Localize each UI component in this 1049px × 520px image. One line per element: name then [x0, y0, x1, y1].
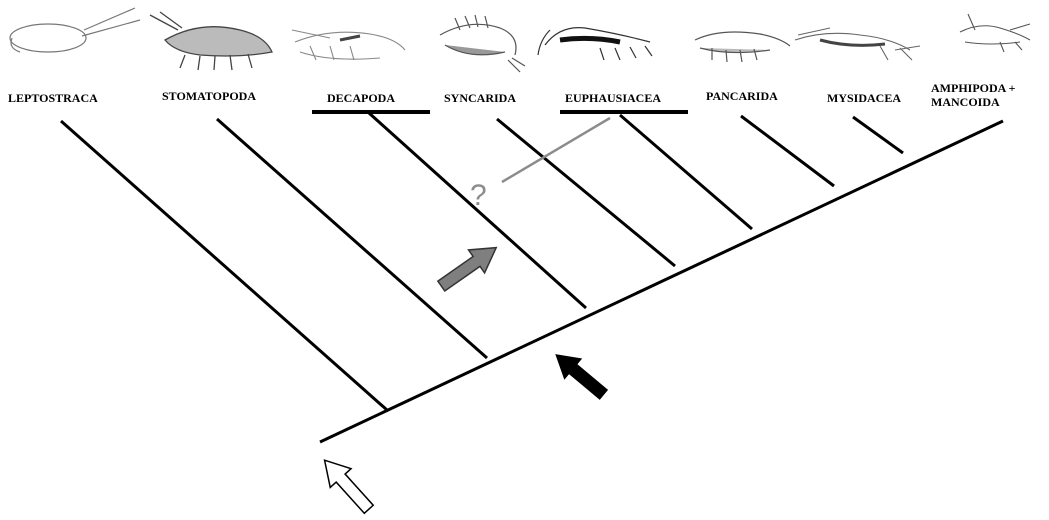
taxon-label-stomatopoda: STOMATOPODA [162, 89, 256, 103]
syncarida-illustration [440, 15, 525, 72]
branch-mysidacea [853, 117, 903, 153]
stomatopoda-illustration [150, 12, 272, 70]
taxon-label-amphipoda-line1: AMPHIPODA + [931, 81, 1016, 95]
uncertain-question-mark: ? [470, 179, 487, 212]
decapoda-illustration [292, 30, 405, 60]
branch-leptostraca [61, 121, 387, 410]
taxon-label-amphipoda-line2: MANCOIDA [931, 95, 1000, 109]
taxon-label-decapoda: DECAPODA [327, 91, 395, 105]
branch-pancarida [741, 116, 834, 186]
mysidacea-illustration [795, 28, 920, 60]
trunk-line [320, 121, 1003, 442]
taxon-label-pancarida: PANCARIDA [706, 89, 778, 103]
branch-stomatopoda [217, 119, 487, 358]
euphausiacea-illustration [538, 28, 652, 60]
taxon-label-syncarida: SYNCARIDA [444, 91, 516, 105]
gray-arrow [433, 236, 504, 297]
uncertain-branch [502, 118, 610, 182]
pancarida-illustration [695, 32, 790, 62]
outline-arrow [314, 451, 379, 519]
taxon-label-mysidacea: MYSIDACEA [827, 91, 901, 105]
amphipoda-illustration [960, 14, 1030, 52]
leptostraca-illustration [10, 8, 140, 52]
taxon-label-leptostraca: LEPTOSTRACA [8, 91, 98, 105]
branch-euphausiacea [620, 115, 752, 229]
taxon-label-euphausiacea: EUPHAUSIACEA [565, 91, 661, 105]
solid-black-arrow [548, 345, 612, 405]
